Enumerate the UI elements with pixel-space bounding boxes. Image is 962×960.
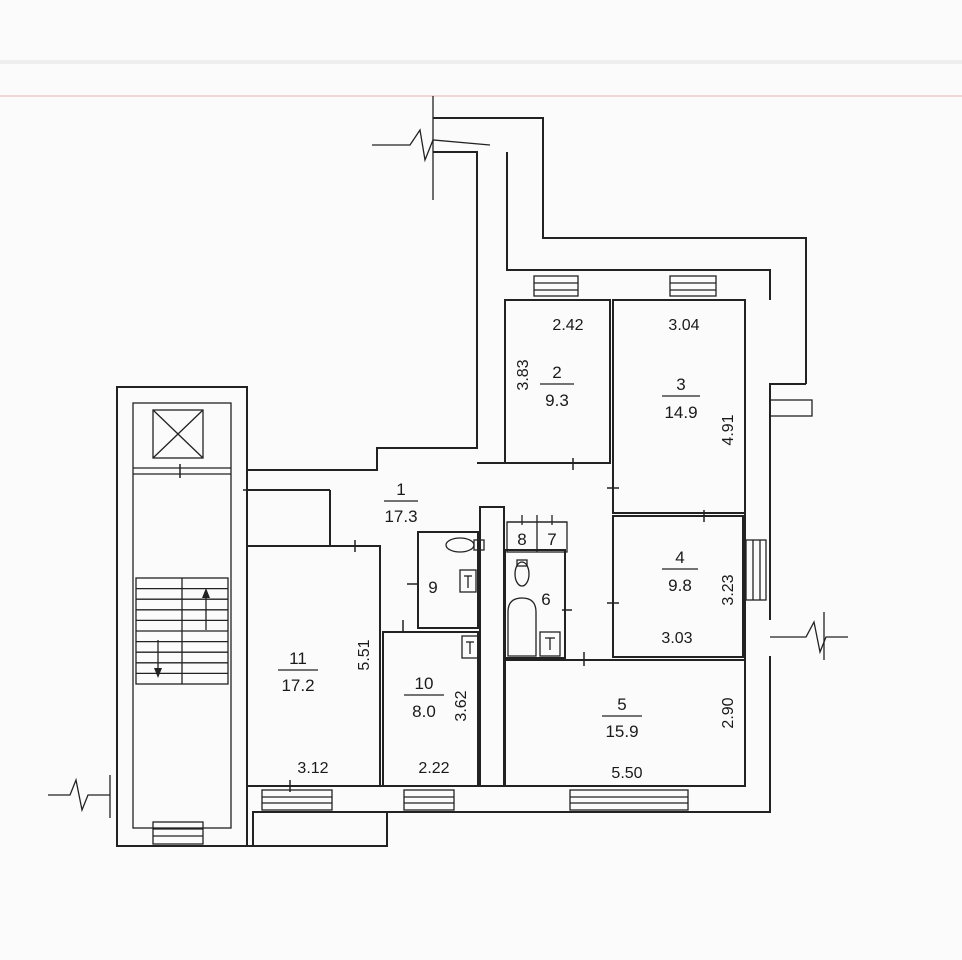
room-11-label: 11 17.2 3.12 5.51 <box>278 639 373 777</box>
door-mark <box>179 458 705 792</box>
room-9-label: 9 <box>428 578 437 597</box>
room-3-label: 3 14.9 3.04 4.91 <box>662 317 737 446</box>
sink-icon <box>459 569 477 593</box>
window <box>669 275 717 297</box>
stairwell-window <box>152 821 204 845</box>
svg-text:17.2: 17.2 <box>281 676 314 695</box>
room-7-label: 7 <box>547 530 556 549</box>
svg-text:2.42: 2.42 <box>552 317 583 334</box>
room-10-label: 10 8.0 2.22 3.62 <box>404 674 470 777</box>
room-9-walls <box>417 531 479 629</box>
window <box>533 275 579 297</box>
svg-text:2.22: 2.22 <box>418 760 449 777</box>
room-5-label: 5 15.9 5.50 2.90 <box>602 695 737 782</box>
elevator-shaft-icon <box>152 409 204 459</box>
svg-text:9.3: 9.3 <box>545 391 569 410</box>
window <box>745 539 767 601</box>
svg-text:3.03: 3.03 <box>661 630 692 647</box>
staircase-icon <box>135 577 229 685</box>
svg-text:5.50: 5.50 <box>611 765 642 782</box>
svg-text:3.62: 3.62 <box>453 690 470 721</box>
svg-text:3.83: 3.83 <box>515 359 532 390</box>
room-11-walls <box>246 545 381 787</box>
window <box>403 789 455 811</box>
room-8-label: 8 <box>517 530 526 549</box>
svg-text:3.04: 3.04 <box>668 317 699 334</box>
svg-text:8.0: 8.0 <box>412 702 436 721</box>
room-4-label: 4 9.8 3.03 3.23 <box>661 548 737 647</box>
svg-text:5.51: 5.51 <box>356 639 373 670</box>
room-3-walls <box>612 299 746 514</box>
svg-text:3: 3 <box>676 375 685 394</box>
exterior-walls <box>247 117 813 847</box>
window <box>261 789 333 811</box>
svg-text:5: 5 <box>617 695 626 714</box>
svg-text:4: 4 <box>675 548 684 567</box>
room-2-label: 2 9.3 2.42 3.83 <box>515 317 584 410</box>
sink-icon <box>539 631 561 657</box>
svg-text:15.9: 15.9 <box>605 722 638 741</box>
svg-text:3.23: 3.23 <box>720 574 737 605</box>
svg-text:3.12: 3.12 <box>297 760 328 777</box>
stove-icon <box>461 635 479 659</box>
svg-text:9.8: 9.8 <box>668 576 692 595</box>
svg-text:1: 1 <box>396 480 405 499</box>
svg-text:2.90: 2.90 <box>720 697 737 728</box>
svg-text:11: 11 <box>289 649 307 668</box>
room-1-label: 1 17.3 <box>384 480 418 526</box>
svg-text:2: 2 <box>552 363 561 382</box>
bathtub-icon <box>507 597 537 657</box>
room-2-walls <box>504 299 611 464</box>
svg-text:4.91: 4.91 <box>720 414 737 445</box>
svg-text:10: 10 <box>415 674 434 693</box>
toilet-icon <box>445 537 485 553</box>
toilet-icon <box>514 559 530 587</box>
room-6-label: 6 <box>541 590 550 609</box>
svg-text:14.9: 14.9 <box>664 403 697 422</box>
svg-text:17.3: 17.3 <box>384 507 417 526</box>
break-line-icon <box>48 96 848 818</box>
room-4-walls <box>612 515 744 658</box>
window <box>569 789 689 811</box>
room-6-walls <box>504 549 566 659</box>
room-10-walls <box>382 631 479 787</box>
